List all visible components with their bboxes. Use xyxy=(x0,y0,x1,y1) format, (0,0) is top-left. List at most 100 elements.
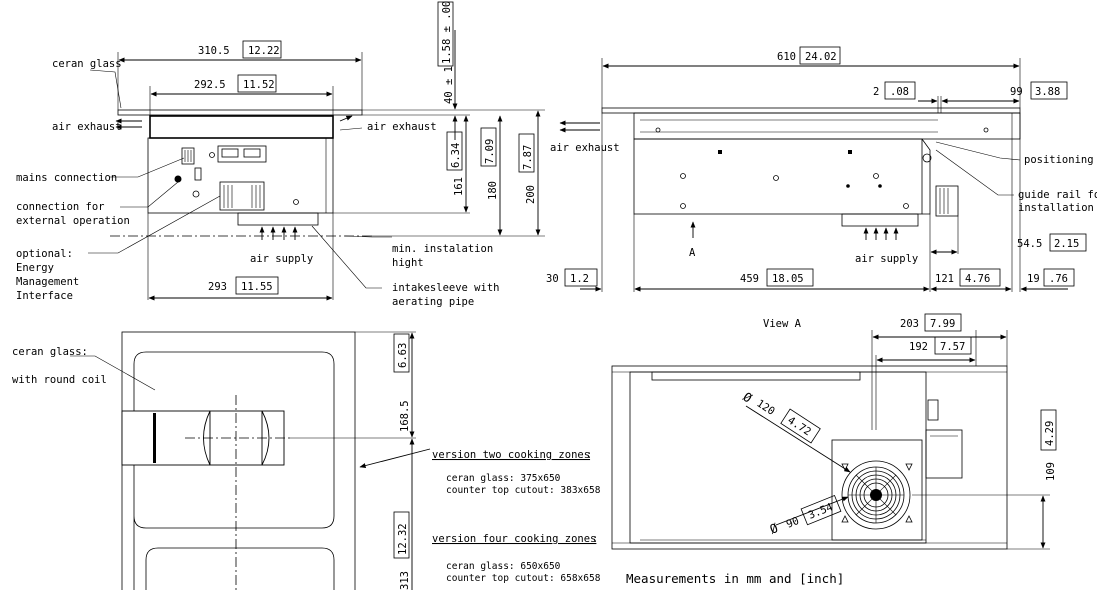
dim-121-mm: 121 xyxy=(935,273,954,285)
dim-2-in: .08 xyxy=(890,86,909,98)
dim-200-mm: 200 xyxy=(525,185,537,204)
intake-sleeve xyxy=(237,212,319,226)
dim-313-in: 12.32 xyxy=(397,523,409,555)
dim-90-in: 3.54 xyxy=(807,501,835,522)
label-guide-rail-2: installation xyxy=(1018,202,1094,214)
view-a-title: View A xyxy=(763,318,802,330)
label-interface: Interface xyxy=(16,290,73,302)
dim-30-mm: 30 xyxy=(546,273,559,285)
dim-310-mm: 310.5 xyxy=(198,45,230,57)
label-air-exhaust-left: air exhaust xyxy=(52,121,122,133)
dim-30-in: 1.2 xyxy=(570,273,589,285)
label-min-install-2: hight xyxy=(392,257,424,269)
cooking-zone-1 xyxy=(133,351,335,590)
label-energy: Energy xyxy=(16,262,54,274)
label-optional: optional: xyxy=(16,248,73,260)
emi-module xyxy=(219,181,265,211)
dim-293-in: 11.55 xyxy=(241,281,273,293)
label-mains-connection: mains connection xyxy=(16,172,117,184)
dim-168-mm: 168.5 xyxy=(399,400,411,432)
label-top-ceran-glass: ceran glass: xyxy=(12,346,88,358)
dim-168-in: 6.63 xyxy=(397,343,409,368)
label-ext-op-2: external operation xyxy=(16,215,130,227)
dim-40-in: 1.58 ± .005 xyxy=(441,0,453,64)
view-a-housing xyxy=(629,371,927,544)
label-positioning: positioning xyxy=(1024,154,1094,166)
housing-body xyxy=(147,137,334,214)
dim-459-mm: 459 xyxy=(740,273,759,285)
dim-120-in: 4.72 xyxy=(785,414,813,438)
dim-109-in: 4.29 xyxy=(1044,421,1056,446)
label-intake-1: intakesleeve with xyxy=(392,282,499,294)
dim-610-mm: 610 xyxy=(777,51,796,63)
svg-text::: : xyxy=(592,533,598,545)
label-round-coil: with round coil xyxy=(12,374,107,386)
version-four-title: version four cooking zones xyxy=(432,533,596,545)
dim-90-mm: 90 xyxy=(785,515,801,531)
fan-plate xyxy=(831,439,923,541)
side-glass-plate xyxy=(601,107,1021,114)
housing-top xyxy=(149,115,334,139)
side-housing-body xyxy=(633,138,923,215)
label-guide-rail-1: guide rail for xyxy=(1018,189,1097,201)
dim-292-in: 11.52 xyxy=(243,79,275,91)
label-side-air-supply: air supply xyxy=(855,253,918,265)
view-a: View A xyxy=(611,313,1057,586)
side-housing-top xyxy=(633,112,1021,140)
cooking-zone-2 xyxy=(145,547,335,590)
ceran-glass-plate xyxy=(117,109,363,116)
dim-545-mm: 54.5 xyxy=(1017,238,1042,250)
dim-2-mm: 2 xyxy=(873,86,879,98)
ext-op-socket xyxy=(174,175,182,183)
dim-120-mm: 120 xyxy=(754,397,776,417)
version-two-glass: ceran glass: 375x650 xyxy=(446,473,561,484)
dim-203-mm: 203 xyxy=(900,318,919,330)
fan-outer-ring xyxy=(841,460,911,530)
label-ext-op-1: connection for xyxy=(16,201,105,213)
dim-180-mm: 180 xyxy=(487,181,499,200)
label-ceran-glass: ceran glass xyxy=(52,58,122,70)
dim-192-mm: 192 xyxy=(909,341,928,353)
dim-192-in: 7.57 xyxy=(940,341,965,353)
dim-310-in: 12.22 xyxy=(248,45,280,57)
label-intake-2: aerating pipe xyxy=(392,296,474,308)
dim-109-mm: 109 xyxy=(1045,462,1057,481)
version-two-title: version two cooking zones xyxy=(432,449,590,461)
side-intake-sleeve xyxy=(841,213,919,227)
dim-99-in: 3.88 xyxy=(1035,86,1060,98)
label-air-exhaust-right: air exhaust xyxy=(367,121,437,133)
ext-op-connector xyxy=(217,145,267,163)
dim-313-mm: 313 xyxy=(399,571,411,590)
top-view: ceran glass: with round coil 168.5 6.63 … xyxy=(12,331,601,590)
dim-293-mm: 293 xyxy=(208,281,227,293)
version-four-cutout: counter top cutout: 658x658 xyxy=(446,573,601,584)
label-min-install-1: min. instalation xyxy=(392,243,493,255)
side-fan-box xyxy=(935,185,959,217)
dim-19-in: .76 xyxy=(1049,273,1068,285)
side-view: air exhaust positioning guide rail for i… xyxy=(546,46,1097,292)
label-side-air-exhaust: air exhaust xyxy=(550,142,620,154)
dim-545-in: 2.15 xyxy=(1054,238,1079,250)
dim-121-in: 4.76 xyxy=(965,273,990,285)
front-view: ceran glass air exhaust air exhaust main… xyxy=(16,0,545,308)
dim-180-in: 7.09 xyxy=(484,139,496,164)
dim-203-in: 7.99 xyxy=(930,318,955,330)
dim-161-in: 6.34 xyxy=(450,143,462,168)
dim-459-in: 18.05 xyxy=(772,273,804,285)
measurements-note: Measurements in mm and [inch] xyxy=(626,571,844,586)
label-view-a-marker: A xyxy=(689,247,696,259)
dim-40-mm: 40 ± 1 xyxy=(443,66,455,104)
dim-19-mm: 19 xyxy=(1027,273,1040,285)
svg-text::: : xyxy=(586,449,592,461)
diameter-120-symbol: Ø xyxy=(740,389,755,406)
label-air-supply-front: air supply xyxy=(250,253,313,265)
dim-99-mm: 99 xyxy=(1010,86,1023,98)
dim-292-mm: 292.5 xyxy=(194,79,226,91)
dim-200-in: 7.87 xyxy=(522,145,534,170)
view-a-frame xyxy=(611,365,1008,550)
label-management: Management xyxy=(16,276,79,288)
mains-connector xyxy=(181,147,195,165)
diameter-90-symbol: Ø xyxy=(768,520,781,537)
version-two-cutout: counter top cutout: 383x658 xyxy=(446,485,601,496)
